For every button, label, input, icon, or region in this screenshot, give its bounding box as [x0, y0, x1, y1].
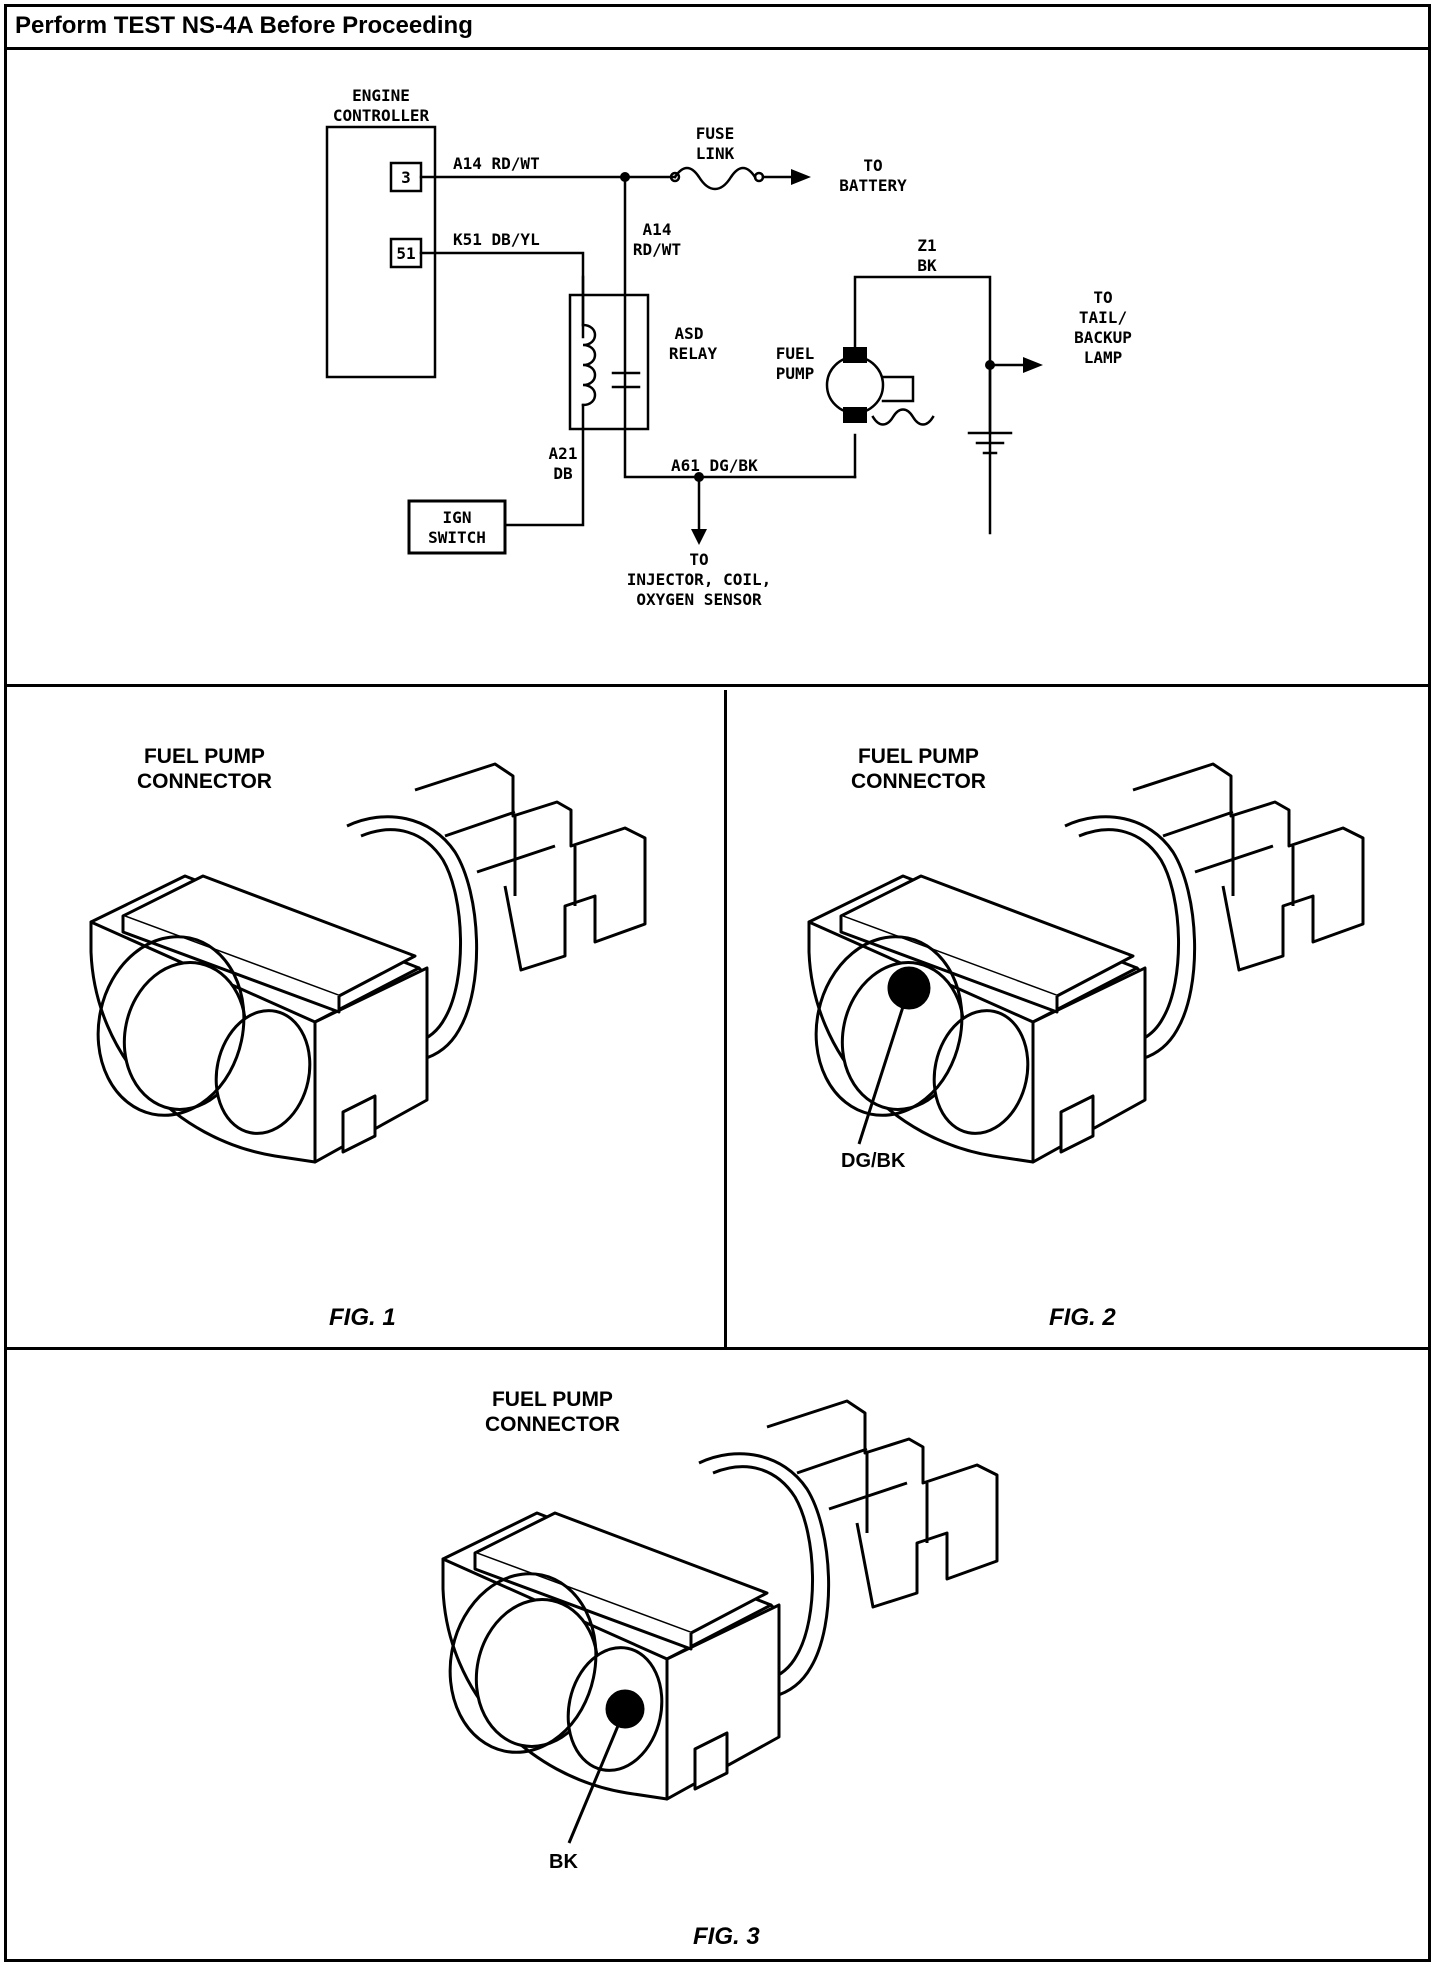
ign-switch-label: IGN [443, 508, 472, 527]
to-battery-label: TO [863, 156, 882, 175]
connector-title: FUEL PUMP CONNECTOR [851, 745, 986, 793]
to-injector-label: OXYGEN SENSOR [636, 590, 762, 609]
fuse-link-label: FUSE [696, 124, 735, 143]
fuse-link [673, 166, 757, 191]
pump-wave [871, 408, 935, 426]
connector-face-recess [814, 935, 964, 1117]
wire-k51-label: K51 DB/YL [453, 230, 540, 249]
wire-a21 [503, 427, 585, 527]
connector-lock-tab [341, 1094, 377, 1154]
connector-face-recess [448, 1572, 598, 1754]
wire-z1-label: BK [917, 256, 937, 275]
connector-lock-tab [693, 1731, 729, 1791]
to-injector-label: TO [689, 550, 708, 569]
wiring-schematic-panel: ENGINE CONTROLLER 3 51 A14 RD/WT K51 DB/… [7, 47, 1428, 687]
to-tail-label: TAIL/ [1079, 308, 1127, 327]
asd-relay-box [568, 293, 650, 431]
connector-rear-ribs [796, 1447, 929, 1543]
to-tail-label: TO [1093, 288, 1112, 307]
to-injector-label: INJECTOR, COIL, [627, 570, 772, 589]
diagram-sheet: Perform TEST NS-4A Before Proceeding [4, 4, 1431, 1962]
pin-51-label: 51 [396, 244, 415, 263]
connector-latch [121, 874, 417, 998]
terminal-callout: BK [549, 1851, 578, 1873]
connector-rear-ribs [1162, 810, 1295, 906]
fuel-pump-connector-drawing [441, 1399, 999, 1844]
splice-dot [620, 172, 630, 182]
connector-latch-edge [121, 916, 341, 1014]
fuel-pump-connector-drawing [807, 762, 1365, 1164]
wire-a14-vertical-label: RD/WT [633, 240, 681, 259]
connector-lock-tab [1059, 1094, 1095, 1154]
wire-a61-label: A61 DG/BK [671, 456, 758, 475]
figure-2-panel: FUEL PUMP CONNECTOR [727, 690, 1428, 1350]
connector-rear-housing [414, 762, 647, 972]
arrow-to-tail-icon [1023, 357, 1043, 373]
callout-leader-line [567, 1708, 627, 1844]
splice-dot [985, 360, 995, 370]
fuse-link-label: LINK [696, 144, 735, 163]
connector-cavity-2 [932, 1009, 1030, 1135]
fuel-pump-connector-drawing [89, 762, 647, 1164]
connector-latch-edge [473, 1553, 693, 1651]
page-title: Perform TEST NS-4A Before Proceeding [15, 12, 473, 39]
header-bar: Perform TEST NS-4A Before Proceeding [7, 7, 1428, 50]
connector-rear-housing [766, 1399, 999, 1609]
wire-a14-vertical [623, 175, 857, 479]
pump-brush-top [843, 347, 867, 363]
connector-cavity-2 [214, 1009, 312, 1135]
connector-title: FUEL PUMP CONNECTOR [137, 745, 272, 793]
pin-3-label: 3 [401, 168, 411, 187]
wiring-schematic: ENGINE CONTROLLER 3 51 A14 RD/WT K51 DB/… [325, 86, 1132, 609]
wire-a21-label: A21 [549, 444, 578, 463]
asd-relay-label: ASD [675, 324, 704, 343]
connector-title: FUEL PUMP CONNECTOR [485, 1388, 620, 1436]
figure-caption: FIG. 1 [329, 1304, 396, 1331]
to-tail-label: LAMP [1084, 348, 1123, 367]
engine-controller-label: CONTROLLER [333, 106, 430, 125]
ign-switch-box [407, 499, 507, 555]
wire-a21-label: DB [553, 464, 573, 483]
wire-a14-vertical-label: A14 [643, 220, 672, 239]
wire-k51 [419, 251, 585, 339]
connector-latch-edge [839, 916, 1059, 1014]
figure-caption: FIG. 3 [693, 1923, 760, 1950]
wire-a14-label: A14 RD/WT [453, 154, 540, 173]
to-tail-label: BACKUP [1074, 328, 1132, 347]
asd-relay-label: RELAY [669, 344, 718, 363]
pin-3-box [389, 161, 423, 193]
fuse-terminal [669, 171, 681, 183]
fuel-pump-label: FUEL [776, 344, 815, 363]
fuel-pump-label: PUMP [776, 364, 815, 383]
connector-latch [839, 874, 1135, 998]
connector-latch [473, 1511, 769, 1635]
pin-51-box [389, 237, 423, 269]
fuel-pump-motor [825, 355, 885, 415]
splice-dot [694, 472, 704, 482]
arrow-to-injector-icon [691, 529, 707, 545]
connector-rear-ribs [444, 810, 577, 906]
pump-bracket [881, 375, 915, 403]
relay-coil [581, 323, 597, 407]
figure-1-panel: FUEL PUMP CONNECTOR [7, 690, 727, 1350]
arrow-to-battery-icon [791, 169, 811, 185]
terminal-callout: DG/BK [841, 1150, 906, 1172]
ign-switch-label: SWITCH [428, 528, 486, 547]
pump-brush-bottom [843, 407, 867, 423]
connector-rear-housing [1132, 762, 1365, 972]
figure-3-panel: FUEL PUMP CONNECTOR [7, 1353, 1428, 1959]
wire-z1-label: Z1 [917, 236, 936, 255]
to-battery-label: BATTERY [839, 176, 907, 195]
connector-face-recess [96, 935, 246, 1117]
callout-leader-line [857, 987, 911, 1145]
relay-contacts [611, 371, 641, 389]
figure-caption: FIG. 2 [1049, 1304, 1116, 1331]
engine-controller-label: ENGINE [352, 86, 410, 105]
